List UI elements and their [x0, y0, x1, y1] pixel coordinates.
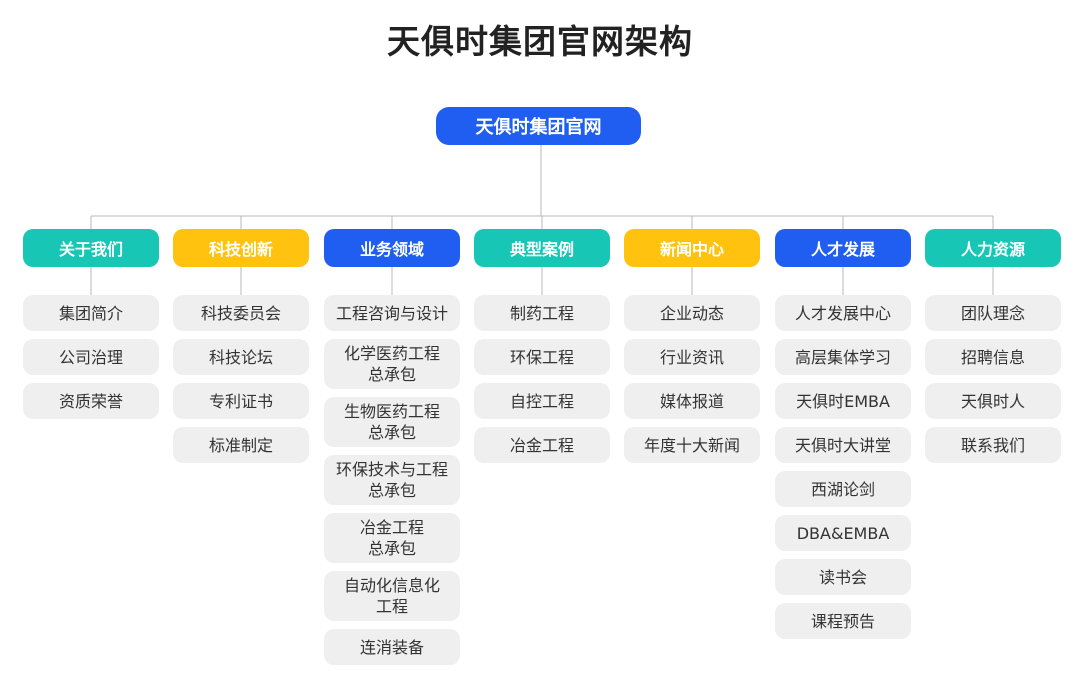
menu-item[interactable]: 科技论坛	[173, 339, 309, 375]
menu-item[interactable]: 资质荣誉	[23, 383, 159, 419]
menu-item[interactable]: 西湖论剑	[775, 471, 911, 507]
menu-item[interactable]: 高层集体学习	[775, 339, 911, 375]
menu-item[interactable]: 生物医药工程 总承包	[324, 397, 460, 447]
column-3: 业务领域工程咨询与设计化学医药工程 总承包生物医药工程 总承包环保技术与工程 总…	[324, 229, 460, 673]
column-2: 科技创新科技委员会科技论坛专利证书标准制定	[173, 229, 309, 471]
root-node[interactable]: 天俱时集团官网	[436, 107, 641, 145]
column-7: 人力资源团队理念招聘信息天俱时人联系我们	[925, 229, 1061, 471]
menu-item[interactable]: 冶金工程	[474, 427, 610, 463]
menu-item[interactable]: 环保技术与工程 总承包	[324, 455, 460, 505]
menu-item[interactable]: 化学医药工程 总承包	[324, 339, 460, 389]
column-1: 关于我们集团简介公司治理资质荣誉	[23, 229, 159, 427]
menu-item[interactable]: 天俱时EMBA	[775, 383, 911, 419]
menu-item[interactable]: DBA&EMBA	[775, 515, 911, 551]
menu-item[interactable]: 天俱时人	[925, 383, 1061, 419]
category-button[interactable]: 典型案例	[474, 229, 610, 267]
category-button[interactable]: 人力资源	[925, 229, 1061, 267]
menu-item[interactable]: 冶金工程 总承包	[324, 513, 460, 563]
menu-item[interactable]: 工程咨询与设计	[324, 295, 460, 331]
menu-item[interactable]: 标准制定	[173, 427, 309, 463]
category-button[interactable]: 科技创新	[173, 229, 309, 267]
menu-item[interactable]: 环保工程	[474, 339, 610, 375]
category-button[interactable]: 新闻中心	[624, 229, 760, 267]
menu-item[interactable]: 媒体报道	[624, 383, 760, 419]
menu-item[interactable]: 联系我们	[925, 427, 1061, 463]
menu-item[interactable]: 科技委员会	[173, 295, 309, 331]
menu-item[interactable]: 公司治理	[23, 339, 159, 375]
menu-item[interactable]: 团队理念	[925, 295, 1061, 331]
category-button[interactable]: 关于我们	[23, 229, 159, 267]
menu-item[interactable]: 招聘信息	[925, 339, 1061, 375]
menu-item[interactable]: 人才发展中心	[775, 295, 911, 331]
category-button[interactable]: 人才发展	[775, 229, 911, 267]
menu-item[interactable]: 专利证书	[173, 383, 309, 419]
category-button[interactable]: 业务领域	[324, 229, 460, 267]
column-6: 人才发展人才发展中心高层集体学习天俱时EMBA 天俱时大讲堂西湖论剑 DBA&EMB…	[775, 229, 911, 647]
menu-item[interactable]: 行业资讯	[624, 339, 760, 375]
menu-item[interactable]: 连消装备	[324, 629, 460, 665]
page-title: 天俱时集团官网架构	[387, 22, 693, 61]
menu-item[interactable]: 天俱时大讲堂	[775, 427, 911, 463]
menu-item[interactable]: 企业动态	[624, 295, 760, 331]
menu-item[interactable]: 读书会	[775, 559, 911, 595]
column-4: 典型案例制药工程环保工程自控工程冶金工程	[474, 229, 610, 471]
menu-item[interactable]: 年度十大新闻	[624, 427, 760, 463]
menu-item[interactable]: 课程预告	[775, 603, 911, 639]
menu-item[interactable]: 自动化信息化 工程	[324, 571, 460, 621]
menu-item[interactable]: 集团简介	[23, 295, 159, 331]
menu-item[interactable]: 自控工程	[474, 383, 610, 419]
column-5: 新闻中心企业动态行业资讯媒体报道年度十大新闻	[624, 229, 760, 471]
menu-item[interactable]: 制药工程	[474, 295, 610, 331]
